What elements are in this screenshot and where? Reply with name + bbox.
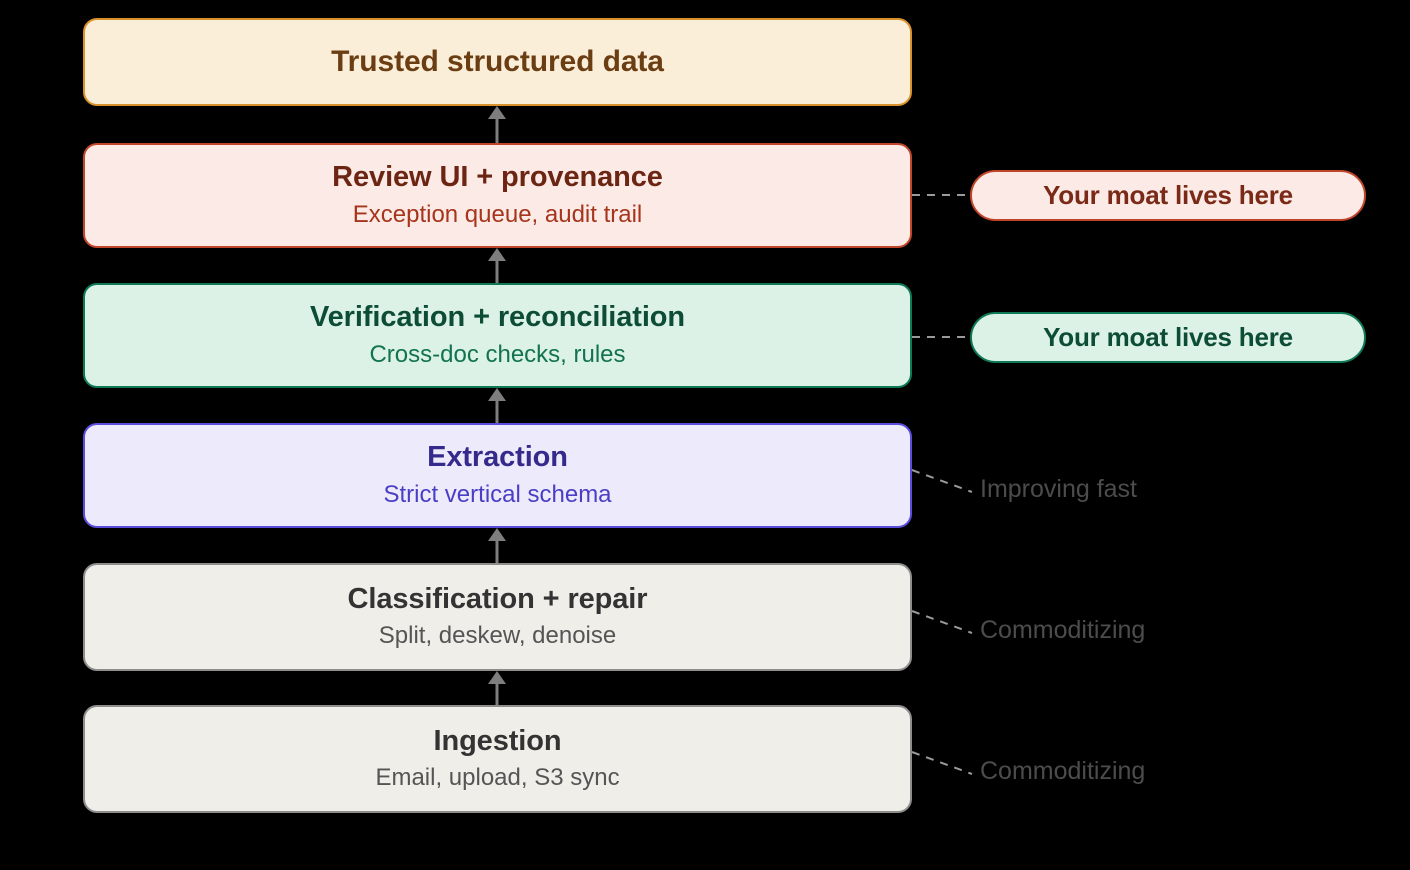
node-title: Verification + reconciliation [309, 301, 686, 334]
callout-label-commoditizing-ingestion: Commoditizing [980, 757, 1146, 785]
leader-line-commoditizing-classification [911, 610, 973, 634]
arrow-head [488, 388, 506, 401]
node-subtitle: Split, deskew, denoise [378, 622, 617, 650]
node-subtitle: Email, upload, S3 sync [375, 764, 620, 792]
callout-pill-moat-review[interactable]: Your moat lives here [970, 170, 1366, 221]
connector-verification-to-review [488, 248, 506, 283]
leader-line-improving-fast [911, 469, 973, 493]
node-title: Ingestion [433, 724, 562, 757]
node-title: Classification + repair [347, 582, 648, 615]
arrow-head [488, 248, 506, 261]
node-subtitle: Strict vertical schema [383, 480, 612, 508]
arrow-head [488, 671, 506, 684]
callout-pill-moat-verification[interactable]: Your moat lives here [970, 312, 1366, 363]
callout-label-commoditizing-classification: Commoditizing [980, 616, 1146, 644]
node-subtitle: Exception queue, audit trail [352, 200, 643, 228]
callout-label-improving-fast: Improving fast [980, 475, 1138, 503]
connector-classification-to-extraction [488, 528, 506, 563]
node-subtitle: Cross-doc checks, rules [369, 340, 626, 368]
arrow-head [488, 106, 506, 119]
connector-ingestion-to-classification [488, 671, 506, 705]
node-title: Extraction [427, 441, 568, 474]
arrow-head [488, 528, 506, 541]
node-trusted-structured-data[interactable]: Trusted structured data [83, 18, 912, 106]
node-title: Trusted structured data [331, 44, 664, 78]
connector-review-to-trusted [488, 106, 506, 143]
connector-extraction-to-verification [488, 388, 506, 423]
node-title: Review UI + provenance [332, 161, 663, 194]
leader-line-commoditizing-ingestion [911, 751, 973, 775]
